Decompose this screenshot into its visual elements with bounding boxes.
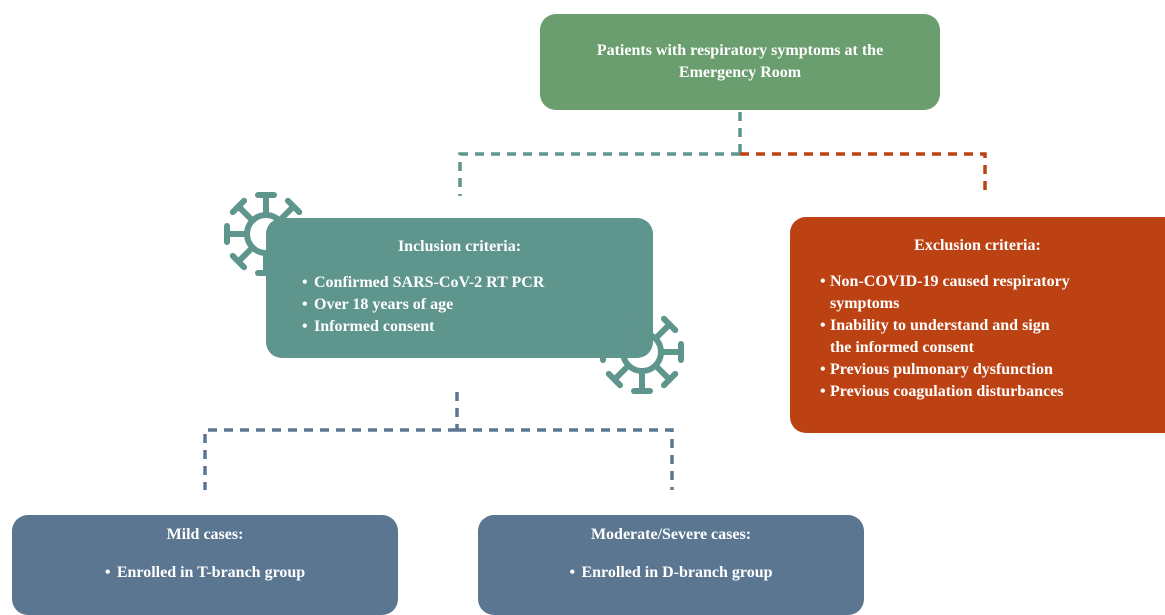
start-title-line2: Emergency Room bbox=[678, 64, 802, 81]
connector-to-moderate bbox=[457, 428, 674, 490]
connector-to-inclusion bbox=[458, 152, 740, 196]
start-box: Patients with respiratory symptoms at th… bbox=[540, 14, 940, 110]
mild-cases-title: Mild cases: bbox=[166, 526, 244, 543]
exclusion-title: Exclusion criteria: bbox=[914, 237, 1041, 254]
inclusion-item: Confirmed SARS-CoV-2 RT PCR bbox=[302, 272, 653, 294]
moderate-severe-cases-list: Enrolled in D-branch group bbox=[569, 562, 772, 584]
start-title-line1: Patients with respiratory symptoms at th… bbox=[596, 42, 884, 59]
inclusion-item: Over 18 years of age bbox=[302, 294, 653, 316]
exclusion-item-line: Inability to understand and sign bbox=[830, 317, 1050, 334]
exclusion-item-line: symptoms bbox=[830, 295, 900, 312]
moderate-severe-cases-title: Moderate/Severe cases: bbox=[590, 526, 752, 543]
mild-cases-item: Enrolled in T-branch group bbox=[105, 562, 305, 584]
exclusion-item: Inability to understand and sign the inf… bbox=[820, 315, 1165, 359]
exclusion-item: Previous coagulation disturbances bbox=[820, 381, 1165, 403]
mild-cases-box: Mild cases: Enrolled in T-branch group bbox=[12, 515, 398, 615]
inclusion-box: Inclusion criteria: Confirmed SARS-CoV-2… bbox=[266, 218, 653, 358]
mild-cases-list: Enrolled in T-branch group bbox=[105, 562, 305, 584]
moderate-severe-cases-box: Moderate/Severe cases: Enrolled in D-bra… bbox=[478, 515, 864, 615]
exclusion-item: Previous pulmonary dysfunction bbox=[820, 359, 1165, 381]
exclusion-item-line: Previous coagulation disturbances bbox=[830, 383, 1064, 400]
virus-icon bbox=[600, 310, 684, 394]
moderate-severe-cases-item: Enrolled in D-branch group bbox=[569, 562, 772, 584]
exclusion-list: Non-COVID-19 caused respiratory symptoms… bbox=[820, 271, 1165, 403]
exclusion-item: Non-COVID-19 caused respiratory symptoms bbox=[820, 271, 1165, 315]
exclusion-box: Exclusion criteria: Non-COVID-19 caused … bbox=[790, 217, 1165, 433]
exclusion-item-line: Previous pulmonary dysfunction bbox=[830, 361, 1053, 378]
connector-to-mild bbox=[203, 428, 457, 490]
start-title: Patients with respiratory symptoms at th… bbox=[540, 40, 940, 84]
inclusion-title: Inclusion criteria: bbox=[397, 238, 522, 255]
inclusion-list: Confirmed SARS-CoV-2 RT PCR Over 18 year… bbox=[302, 272, 653, 338]
inclusion-item: Informed consent bbox=[302, 316, 653, 338]
connector-to-exclusion bbox=[740, 152, 987, 196]
exclusion-item-line: the informed consent bbox=[830, 339, 974, 356]
exclusion-item-line: Non-COVID-19 caused respiratory bbox=[830, 273, 1070, 290]
